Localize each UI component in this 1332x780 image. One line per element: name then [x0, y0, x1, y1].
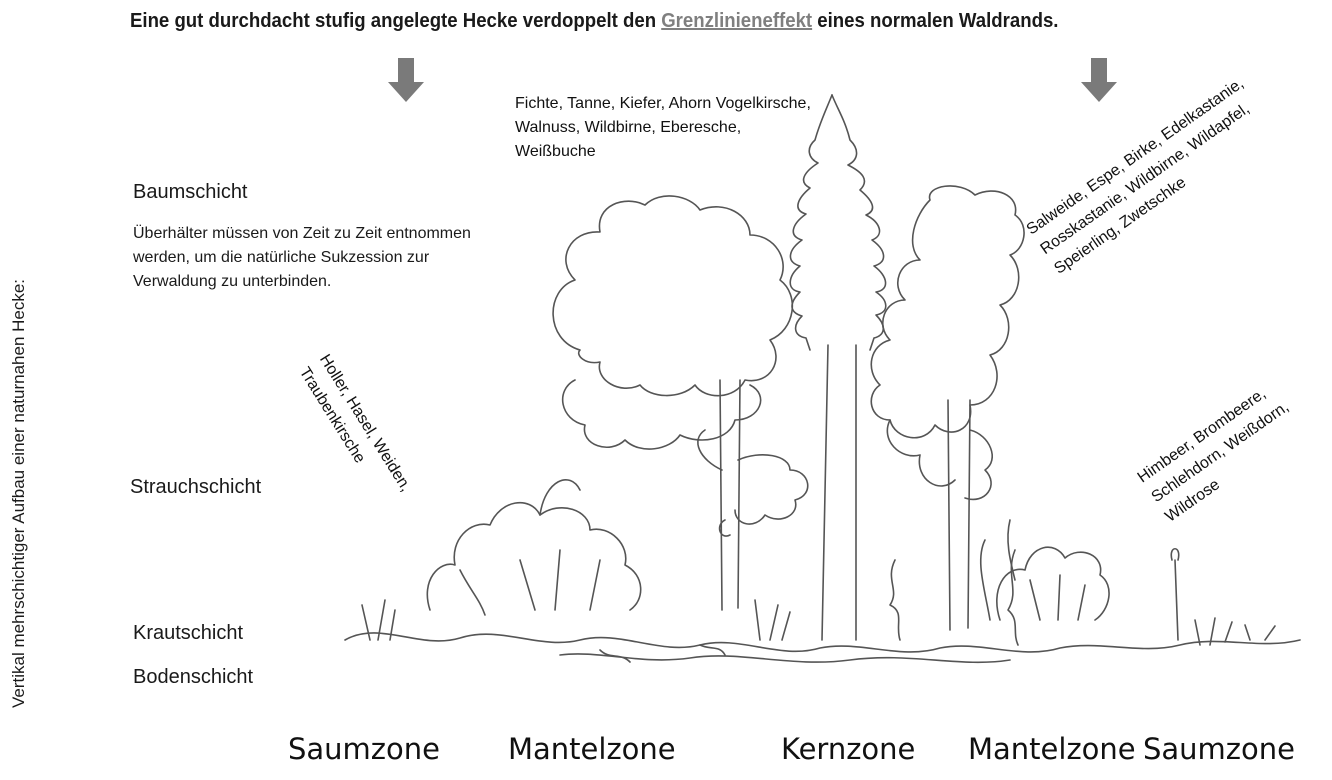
- zone-mantelzone-right: Mantelzone: [968, 732, 1136, 766]
- zone-saumzone-right: Saumzone: [1143, 732, 1295, 766]
- species-kernzone: Fichte, Tanne, Kiefer, Ahorn Vogelkirsch…: [515, 92, 815, 164]
- layer-baumschicht: Baumschicht: [133, 181, 248, 204]
- down-arrow-icon: [1081, 58, 1117, 102]
- layer-bodenschicht: Bodenschicht: [133, 666, 253, 689]
- layer-krautschicht: Krautschicht: [133, 622, 243, 645]
- down-arrow-icon: [388, 58, 424, 102]
- deciduous-tree-left-drawing: [553, 196, 808, 610]
- zone-mantelzone-left: Mantelzone: [508, 732, 676, 766]
- overholder-note: Überhälter müssen von Zeit zu Zeit entno…: [133, 222, 493, 294]
- zone-saumzone-left: Saumzone: [288, 732, 440, 766]
- shrub-right-drawing: [981, 520, 1109, 620]
- layer-strauchschicht: Strauchschicht: [130, 476, 261, 499]
- zone-kernzone: Kernzone: [781, 732, 915, 766]
- shrub-left-drawing: [427, 480, 640, 615]
